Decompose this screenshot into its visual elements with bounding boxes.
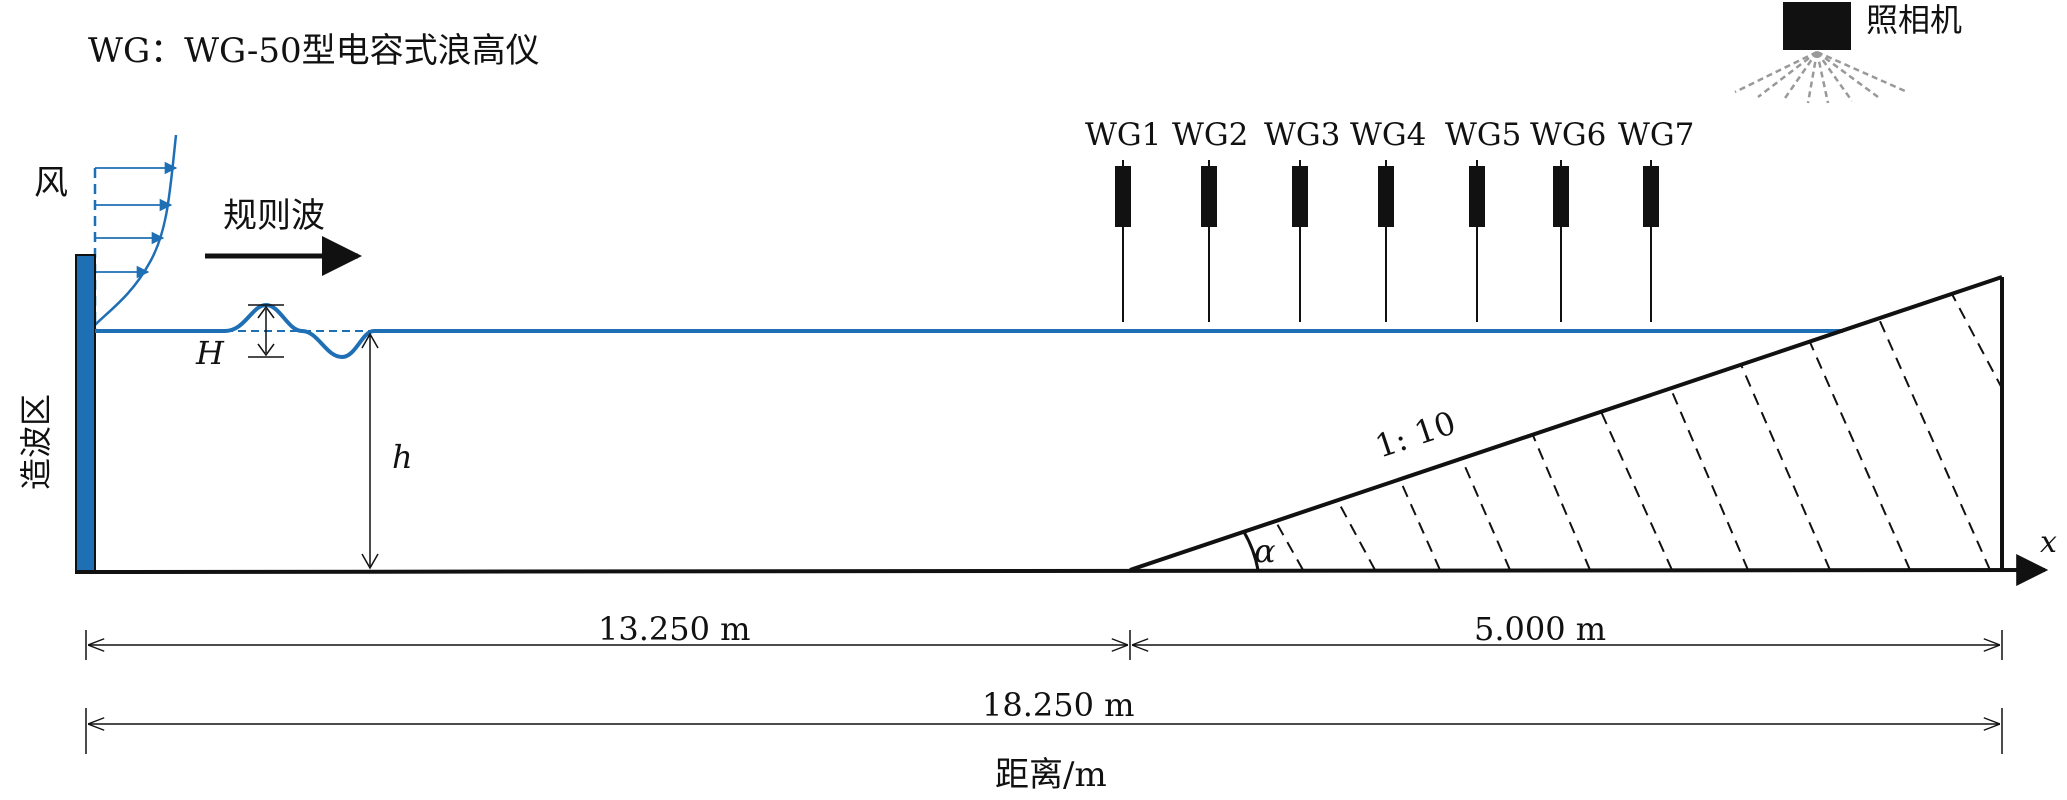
x-axis-symbol: x xyxy=(2040,525,2057,560)
wave-gauge-6: WG6 xyxy=(1530,117,1606,322)
gauge-label: WG4 xyxy=(1350,117,1426,153)
total-length-label: 18.250 m xyxy=(982,686,1134,724)
gauge-sensor xyxy=(1292,166,1308,227)
gauge-sensor xyxy=(1378,166,1394,227)
gauge-sensor xyxy=(1115,166,1131,227)
gauge-sensor xyxy=(1469,166,1485,227)
wave-height-symbol: H xyxy=(195,334,225,372)
gauge-sensor xyxy=(1553,166,1569,227)
gauge-label: WG3 xyxy=(1264,117,1340,153)
wind-profile xyxy=(93,134,178,330)
gauge-sensor xyxy=(1643,166,1659,227)
dimension-lines xyxy=(85,630,2003,754)
gauge-label: WG2 xyxy=(1172,117,1248,153)
wave-label: 规则波 xyxy=(223,196,325,236)
wave-gauge-4: WG4 xyxy=(1350,117,1426,322)
slope-beach xyxy=(1129,275,2004,572)
gauge-label: WG5 xyxy=(1445,117,1521,153)
wavemaker-label: 造波区 xyxy=(17,394,55,490)
depth-symbol: h xyxy=(392,438,413,476)
flume-bottom xyxy=(75,554,2049,587)
slope-label: 1: 10 xyxy=(1370,403,1460,465)
wave-gauge-7: WG7 xyxy=(1618,117,1694,322)
gauge-label: WG1 xyxy=(1085,117,1161,153)
wave-gauge-2: WG2 xyxy=(1172,117,1248,322)
slope-length-label: 5.000 m xyxy=(1474,610,1606,648)
gauge-label: WG7 xyxy=(1618,117,1694,153)
camera-label: 照相机 xyxy=(1866,1,1962,39)
gauge-sensor xyxy=(1201,166,1217,227)
wind-label: 风 xyxy=(34,163,68,203)
camera-icon xyxy=(1734,2,1906,104)
axis-title: 距离/m xyxy=(995,755,1107,795)
wave-height-marker xyxy=(248,304,284,358)
water-surface xyxy=(95,302,1843,360)
wave-gauge-3: WG3 xyxy=(1264,117,1340,322)
depth-marker xyxy=(361,332,379,570)
flat-length-label: 13.250 m xyxy=(598,610,750,648)
legend-note: WG：WG-50型电容式浪高仪 xyxy=(88,31,540,71)
wave-gauge-1: WG1 xyxy=(1085,117,1161,322)
gauge-label: WG6 xyxy=(1530,117,1606,153)
wave-paddle xyxy=(75,254,96,574)
wave-gauge-5: WG5 xyxy=(1445,117,1521,322)
angle-symbol: α xyxy=(1254,532,1276,570)
